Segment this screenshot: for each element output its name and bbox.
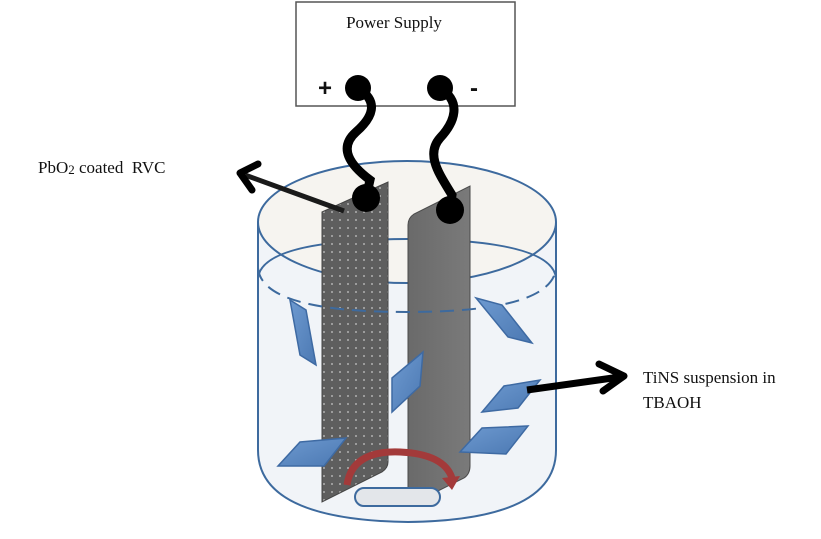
rotation-arrow	[343, 448, 456, 486]
anode-electrode	[321, 181, 389, 503]
negative-terminal-symbol: -	[470, 75, 478, 102]
positive-terminal	[345, 75, 371, 101]
suspension-pointer	[526, 360, 628, 395]
cathode-plate	[407, 185, 471, 507]
wires	[342, 75, 464, 224]
tins-flake	[458, 425, 530, 455]
negative-wire	[429, 83, 459, 215]
anode-plate	[321, 181, 389, 503]
tins-flakes	[276, 296, 542, 467]
cathode-clip	[436, 196, 464, 224]
stirring-indicator	[343, 448, 460, 507]
tins-flake	[276, 437, 348, 467]
tins-flake	[473, 296, 534, 345]
anode-label-subscript: 2	[68, 162, 75, 177]
anode-pointer-line	[244, 172, 345, 214]
anode-label-suffix: coated RVC	[75, 158, 166, 177]
beaker-outline	[257, 222, 557, 524]
anode-label: PbO2 coated RVC	[38, 158, 165, 177]
liquid-surface-back	[257, 237, 557, 279]
suspension-label-line1: TiNS suspension in	[643, 368, 776, 387]
anode-pointer-arrowhead	[236, 160, 262, 194]
anode-clip	[352, 184, 380, 212]
tins-flake	[288, 298, 318, 367]
liquid-surface-front	[257, 267, 557, 314]
cathode-electrode	[407, 185, 471, 507]
suspension-label-line2: TBAOH	[643, 393, 702, 412]
tins-flake	[480, 378, 542, 413]
anode-pointer	[236, 160, 345, 214]
negative-terminal	[427, 75, 453, 101]
stir-bar	[354, 487, 441, 507]
power-supply-title: Power Supply	[346, 13, 442, 32]
positive-terminal-symbol: +	[318, 75, 332, 102]
anode-label-prefix: PbO	[38, 158, 68, 177]
suspension-pointer-arrowhead	[595, 360, 628, 395]
beaker-rim	[257, 160, 557, 284]
power-supply-box	[295, 1, 516, 107]
rotation-arrow-head	[442, 476, 460, 490]
tins-flake	[391, 350, 424, 414]
suspension-pointer-line	[526, 373, 621, 394]
power-supply: Power Supply + -	[295, 1, 516, 107]
positive-wire	[342, 83, 376, 203]
